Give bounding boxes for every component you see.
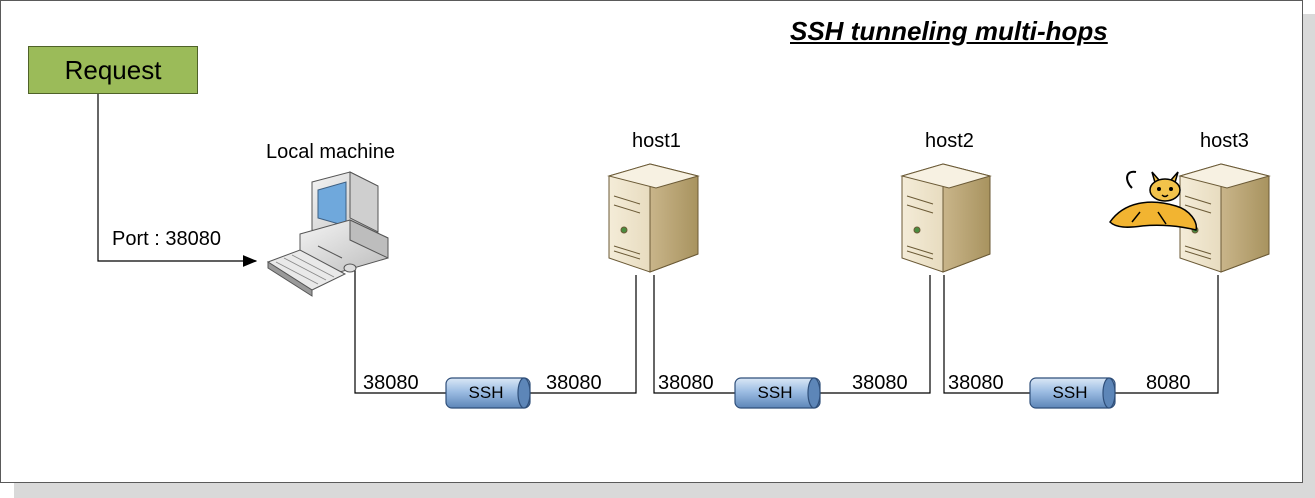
local-machine-label: Local machine — [266, 141, 395, 163]
tunnel3-right-port: 8080 — [1146, 372, 1191, 394]
tunnel1-label: SSH — [468, 383, 504, 402]
ssh-tube-1 — [445, 377, 531, 409]
host1-label: host1 — [632, 130, 681, 152]
host2-label: host2 — [925, 130, 974, 152]
tomcat-cat-icon — [1109, 170, 1198, 231]
ssh-tube-3 — [1029, 377, 1116, 409]
tunnel2-label: SSH — [757, 383, 793, 402]
tunnel3-label: SSH — [1052, 383, 1088, 402]
tunnel2-left-port: 38080 — [658, 372, 714, 394]
tower-server-icon — [900, 163, 992, 273]
ssh-tube-2 — [734, 377, 821, 409]
request-port-label: Port : 38080 — [112, 228, 221, 250]
tunnel3-left-port: 38080 — [948, 372, 1004, 394]
host3-label: host3 — [1200, 130, 1249, 152]
request-connector — [97, 94, 258, 267]
tunnel1-left-port: 38080 — [363, 372, 419, 394]
tunnel-connectors — [354, 270, 1219, 394]
diagram-title: SSH tunneling multi-hops — [790, 16, 1108, 46]
tunnel2-right-port: 38080 — [852, 372, 908, 394]
tower-server-icon — [607, 163, 700, 273]
request-box: Request — [28, 46, 198, 94]
tower-server-icon — [1178, 163, 1271, 273]
tunnel1-right-port: 38080 — [546, 372, 602, 394]
desktop-computer-icon — [266, 171, 389, 297]
